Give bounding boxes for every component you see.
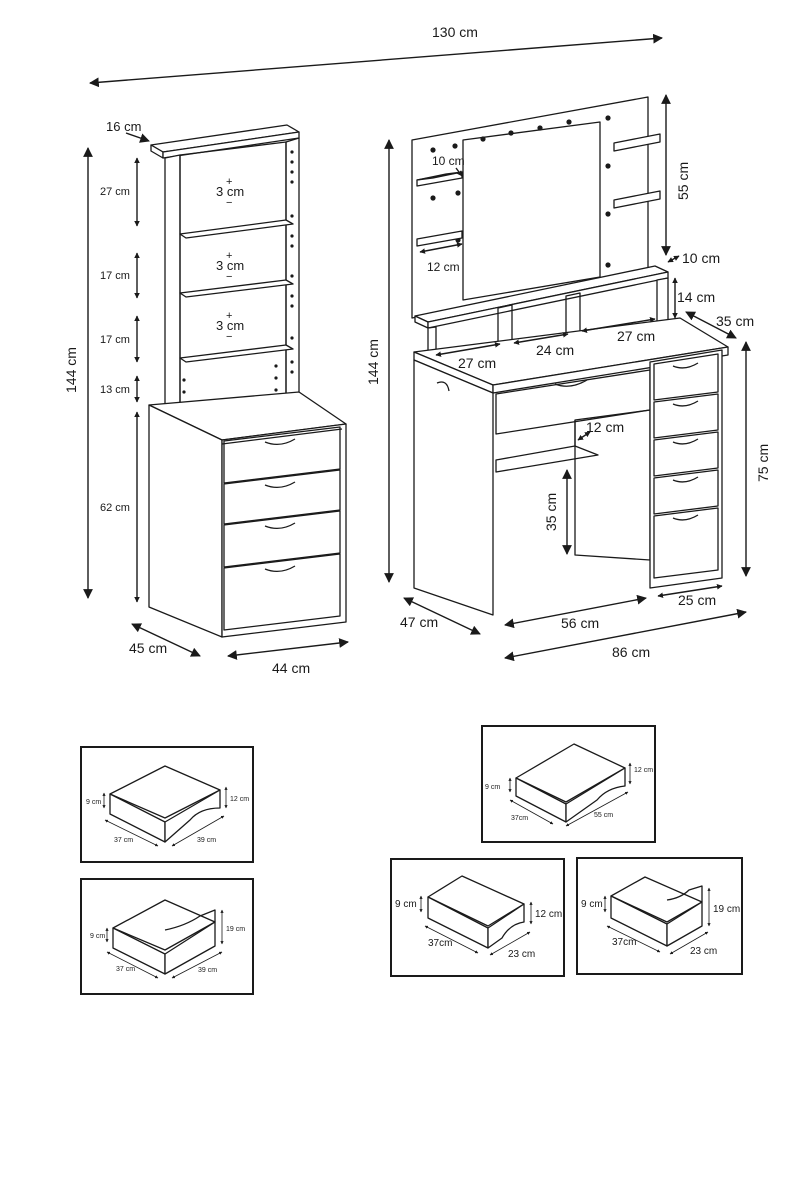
- drawer-box-4-width: 23 cm: [508, 949, 535, 960]
- overall-width-dimension: 130 cm: [89, 24, 663, 88]
- adjust-plus-3: +: [226, 310, 232, 322]
- drawer-box-3-front-height: 12 cm: [634, 767, 653, 774]
- cabinet-base-height-label: 62 cm: [100, 502, 130, 514]
- cabinet-shelf-gap-4: 13 cm: [100, 384, 130, 396]
- drawer-box-5: 9 cm 19 cm 37cm 23 cm: [576, 857, 743, 975]
- hutch-depth-label: 35 cm: [716, 313, 754, 329]
- adjust-plus-1: +: [226, 176, 232, 188]
- adjust-label-1: 3 cm: [216, 184, 244, 199]
- drawer-box-4-depth: 37cm: [428, 938, 452, 949]
- cabinet-shelf-gap-1: 27 cm: [100, 186, 130, 198]
- drawer-box-1: 9 cm 12 cm 37 cm 39 cm: [80, 746, 254, 863]
- drawer-box-1-side-height: 9 cm: [86, 799, 101, 806]
- mirror-light-bulbs: [430, 115, 611, 268]
- adjust-label-2: 3 cm: [216, 258, 244, 273]
- drawer-box-1-width: 39 cm: [197, 837, 216, 844]
- drawer-box-2-side-height: 9 cm: [90, 933, 105, 940]
- cabinet-height-label: 144 cm: [63, 347, 79, 393]
- drawer-box-3: 9 cm 12 cm 37cm 55 cm: [481, 725, 656, 843]
- drawer-box-5-width: 23 cm: [690, 946, 717, 957]
- drawer-box-4: 9 cm 12 cm 37cm 23 cm: [390, 858, 565, 977]
- shelf-pin-holes: [182, 150, 294, 394]
- drawer-box-1-front-height: 12 cm: [230, 796, 249, 803]
- cabinet-shelf-gap-2: 17 cm: [100, 270, 130, 282]
- cabinet-width-label: 44 cm: [272, 660, 310, 676]
- cabinet-top-depth-label: 16 cm: [106, 119, 141, 134]
- shelf-gap-label: 12 cm: [586, 419, 624, 435]
- comp-mid-label: 24 cm: [536, 342, 574, 358]
- drawer-box-3-width: 55 cm: [594, 812, 613, 819]
- hutch-height-label: 14 cm: [677, 289, 715, 305]
- comp-left-label: 27 cm: [458, 355, 496, 371]
- knee-height-label: 35 cm: [543, 493, 559, 531]
- cabinet-depth-label: 45 cm: [129, 640, 167, 656]
- desk-height-label: 75 cm: [755, 444, 771, 482]
- drawer-box-3-depth: 37cm: [511, 815, 528, 822]
- shelf-small-label: 10 cm: [432, 154, 465, 168]
- drawer-box-2-front-height: 19 cm: [226, 926, 245, 933]
- overall-width-label: 130 cm: [432, 24, 478, 40]
- vanity-height-label: 144 cm: [365, 339, 381, 385]
- adjust-minus-3: −: [226, 331, 232, 343]
- adjust-plus-2: +: [226, 250, 232, 262]
- drawer-box-5-front-height: 19 cm: [713, 904, 740, 915]
- shelf-left-width-label: 12 cm: [427, 260, 460, 274]
- vanity-depth-label: 47 cm: [400, 614, 438, 630]
- drawer-box-2-depth: 37 cm: [116, 966, 135, 973]
- drawer-width-label: 25 cm: [678, 592, 716, 608]
- vanity-total-width-label: 86 cm: [612, 644, 650, 660]
- cabinet-dimensions: 144 cm 16 cm 27 cm 17 cm 17 cm 13 cm 62 …: [63, 119, 349, 676]
- drawer-box-3-side-height: 9 cm: [485, 784, 500, 791]
- adjust-label-3: 3 cm: [216, 318, 244, 333]
- vanity-dimensions: 144 cm 55 cm 10 cm 12 cm 10 cm 14 cm 35 …: [365, 94, 771, 662]
- adjust-minus-2: −: [226, 271, 232, 283]
- knee-width-label: 56 cm: [561, 615, 599, 631]
- comp-right-label: 27 cm: [617, 328, 655, 344]
- drawer-box-4-front-height: 12 cm: [535, 909, 562, 920]
- cabinet-shelf-gap-3: 17 cm: [100, 334, 130, 346]
- drawer-box-2: 9 cm 19 cm 37 cm 39 cm: [80, 878, 254, 995]
- shelf-right-label: 10 cm: [682, 250, 720, 266]
- adjust-minus-1: −: [226, 197, 232, 209]
- drawer-box-4-side-height: 9 cm: [395, 899, 417, 910]
- drawer-box-1-depth: 37 cm: [114, 837, 133, 844]
- drawer-box-5-depth: 37cm: [612, 937, 636, 948]
- mirror-height-label: 55 cm: [675, 162, 691, 200]
- cabinet-drawing: [148, 124, 347, 638]
- drawer-box-5-side-height: 9 cm: [581, 899, 603, 910]
- vanity-drawing: [411, 96, 729, 616]
- drawer-box-2-width: 39 cm: [198, 967, 217, 974]
